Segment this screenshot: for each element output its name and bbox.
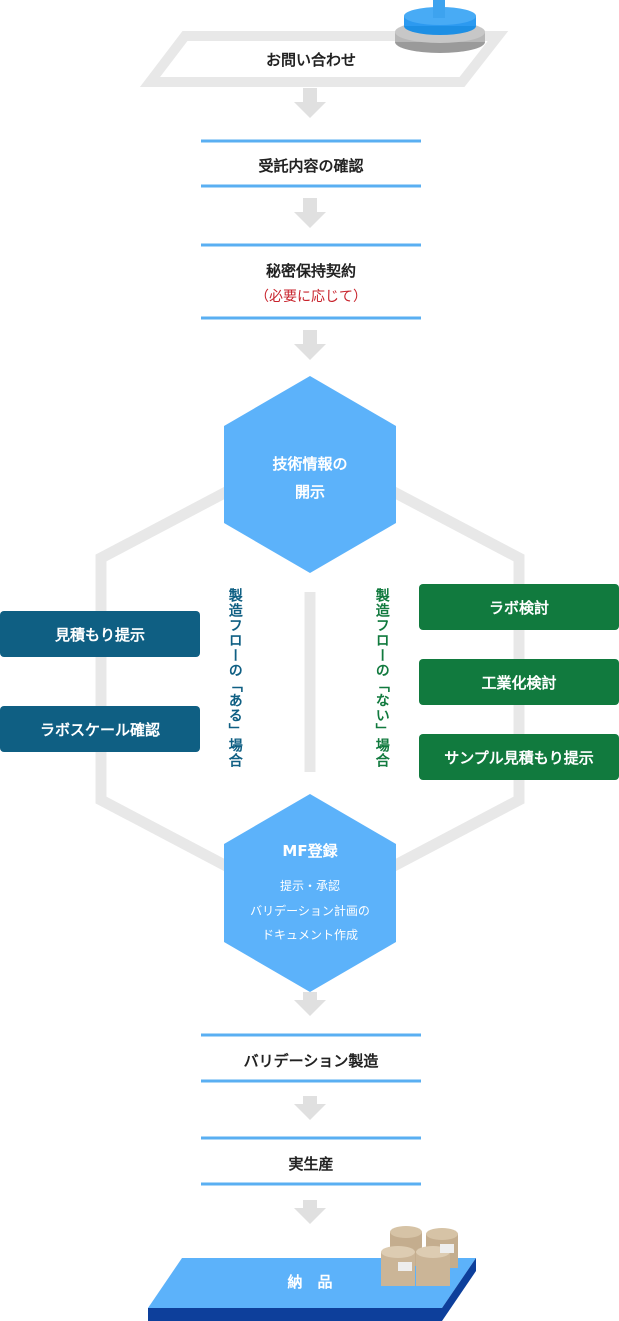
step-nda-note: （必要に応じて） (255, 289, 367, 305)
phone-icon (395, 0, 485, 53)
step-validation: バリデーション製造 (243, 1052, 379, 1070)
right-box-lab-study: ラボ検討 (419, 584, 619, 630)
tech-disclosure-label-1: 技術情報の (272, 455, 348, 473)
step-lines (201, 139, 421, 1186)
step-production: 実生産 (288, 1155, 334, 1173)
mf-register-line-3: ドキュメント作成 (261, 928, 358, 942)
step-nda: 秘密保持契約 (265, 262, 356, 280)
mf-register-line-1: 提示・承認 (279, 879, 340, 893)
mf-register-hexagon (224, 794, 396, 992)
inquiry-shape (139, 31, 509, 87)
left-box-lab-scale: ラボスケール確認 (0, 706, 200, 752)
tech-disclosure-hexagon (224, 376, 396, 573)
mf-register-line-2: バリデーション計画の (250, 904, 370, 918)
flow-arrows (294, 88, 326, 1224)
left-branch-label: 製造フローの「ある」場合 (226, 588, 243, 768)
left-box-estimate: 見積もり提示 (0, 611, 200, 657)
mf-register-title: MF登録 (282, 842, 338, 860)
step-confirm: 受託内容の確認 (258, 157, 364, 175)
step-inquiry: お問い合わせ (265, 51, 356, 69)
step-delivery: 納 品 (287, 1273, 333, 1291)
right-box-industrial-study: 工業化検討 (419, 659, 619, 705)
branch-outline (95, 485, 233, 873)
right-branch-label: 製造フローの「ない」場合 (373, 588, 390, 768)
tech-disclosure-label-2: 開示 (294, 483, 325, 501)
parcels-icon (381, 1226, 458, 1286)
right-box-sample-estimate: サンプル見積もり提示 (419, 734, 619, 780)
